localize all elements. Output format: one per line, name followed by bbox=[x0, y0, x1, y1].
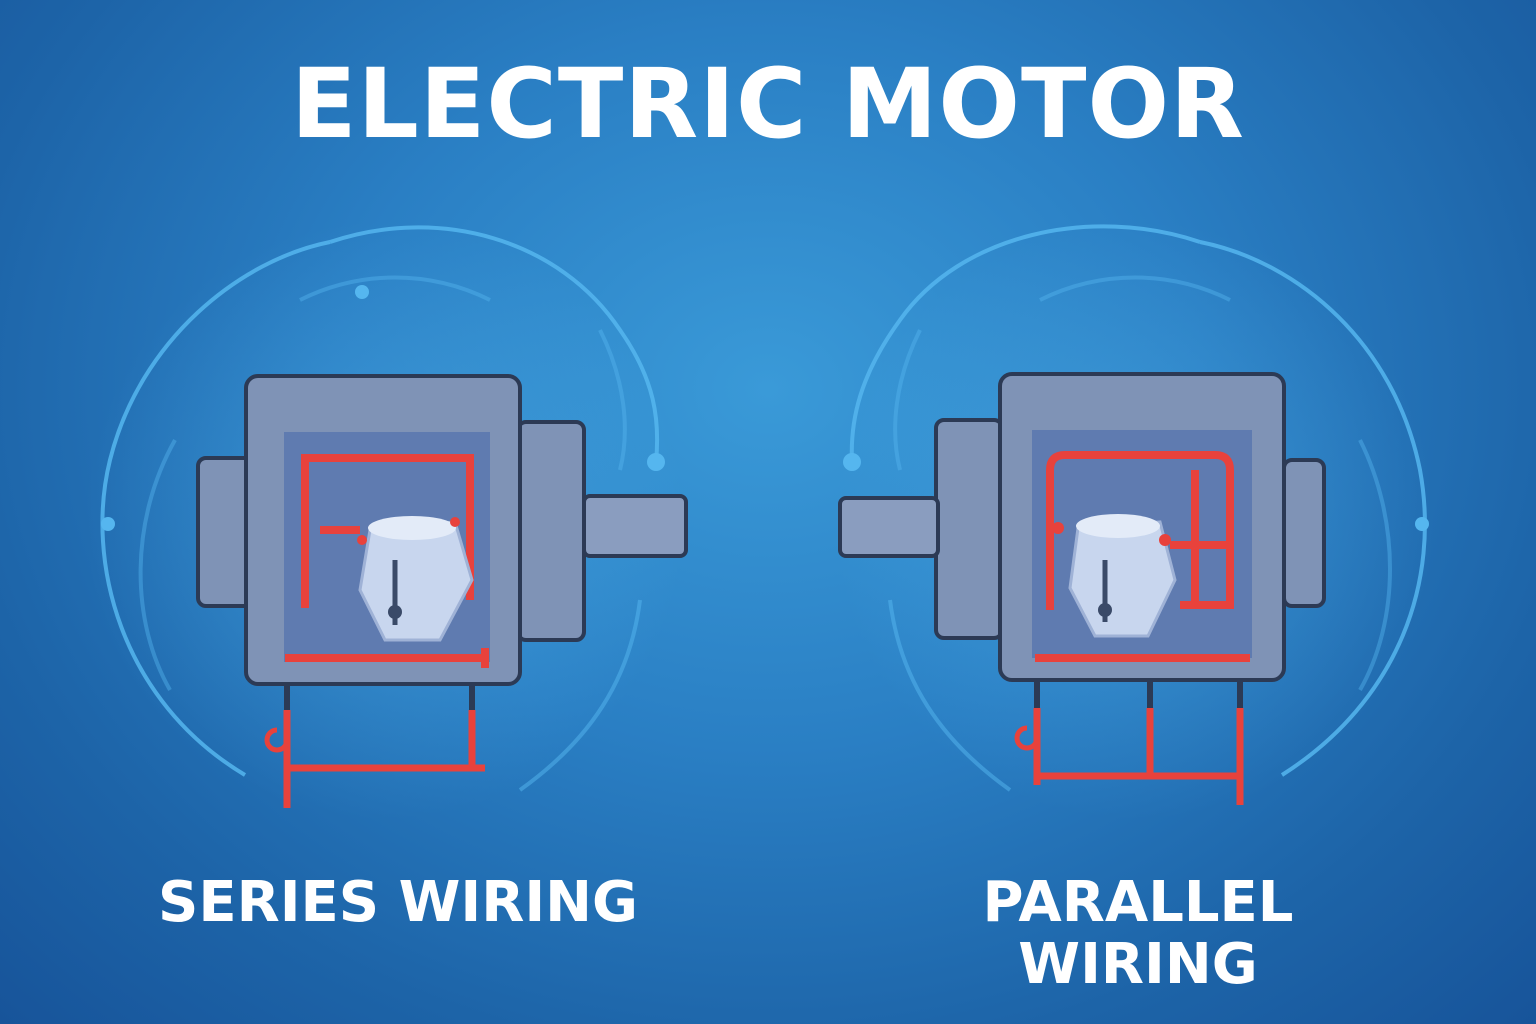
series-internal-wiring bbox=[285, 454, 489, 668]
series-motor-group bbox=[85, 220, 688, 820]
parallel-field-node-icon bbox=[1415, 517, 1429, 531]
series-external-wiring bbox=[264, 684, 485, 808]
parallel-field-node-icon bbox=[843, 453, 861, 471]
series-field-node-icon bbox=[101, 517, 115, 531]
series-field-node-icon bbox=[647, 453, 665, 471]
parallel-internal-wiring bbox=[1035, 451, 1250, 662]
series-wiring-label: SERIES WIRING bbox=[157, 870, 639, 935]
parallel-wiring-label: PARALLEL WIRING bbox=[982, 870, 1294, 997]
series-field-lines bbox=[100, 225, 660, 792]
series-rotor-icon bbox=[357, 516, 474, 642]
parallel-rotor-icon bbox=[1052, 514, 1177, 638]
parallel-motor-group bbox=[835, 220, 1435, 820]
series-field-node-icon bbox=[355, 285, 369, 299]
page-title: ELECTRIC MOTOR bbox=[291, 48, 1245, 160]
parallel-external-wiring bbox=[1014, 680, 1244, 805]
parallel-field-lines bbox=[849, 224, 1427, 792]
